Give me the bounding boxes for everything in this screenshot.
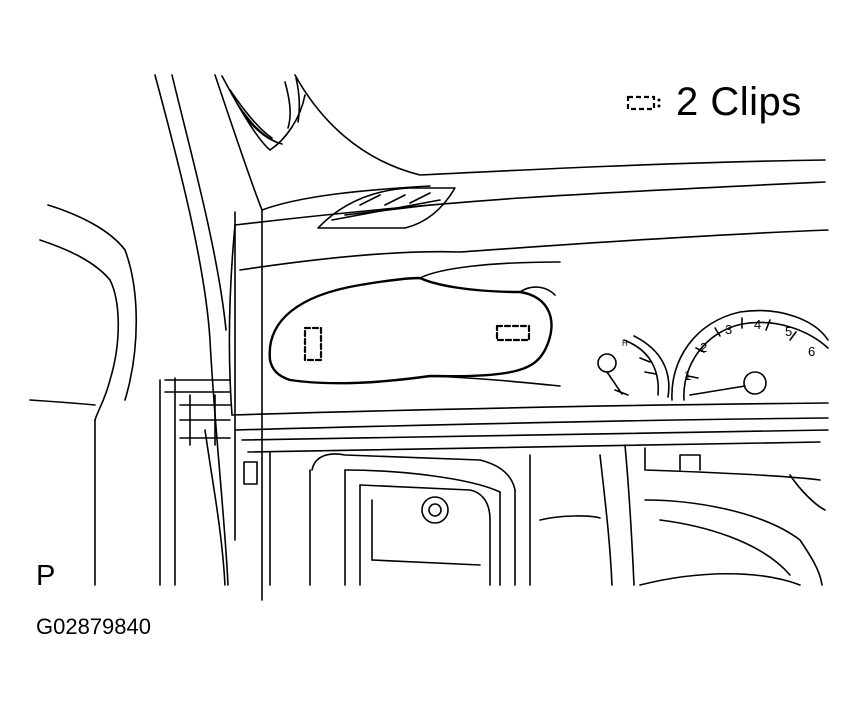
tick-label-1: 1 [684,368,691,383]
clip-symbol-icon [626,95,661,110]
a-pillar [154,74,263,601]
clips-legend: 2 Clips [626,80,802,125]
right-lower-dash [529,444,826,586]
tachometer [671,309,829,401]
small-gauge-label: H [622,339,628,348]
tick-label-3: 3 [725,322,732,337]
tick-label-5: 5 [785,324,792,339]
door-frame [29,204,231,586]
view-label: P [36,560,56,592]
cluster-finish-panel [268,261,561,387]
figure-id: G02879840 [36,614,151,639]
lower-console [269,451,516,586]
small-gauge [597,335,670,398]
pillar-vent [221,75,306,151]
ignition-switch [421,496,449,524]
clip-marker-left [303,326,323,362]
tick-label-4: 4 [754,317,761,332]
tick-label-2: 2 [700,340,707,355]
clip-marker-right [495,324,531,342]
clip-markers [303,324,531,362]
left-switch [243,461,258,485]
tachometer-numerals: 1 2 3 4 5 6 H [622,317,815,383]
clips-legend-text: 2 Clips [676,80,802,124]
dashboard-body [228,181,829,453]
tick-label-6: 6 [808,344,815,359]
